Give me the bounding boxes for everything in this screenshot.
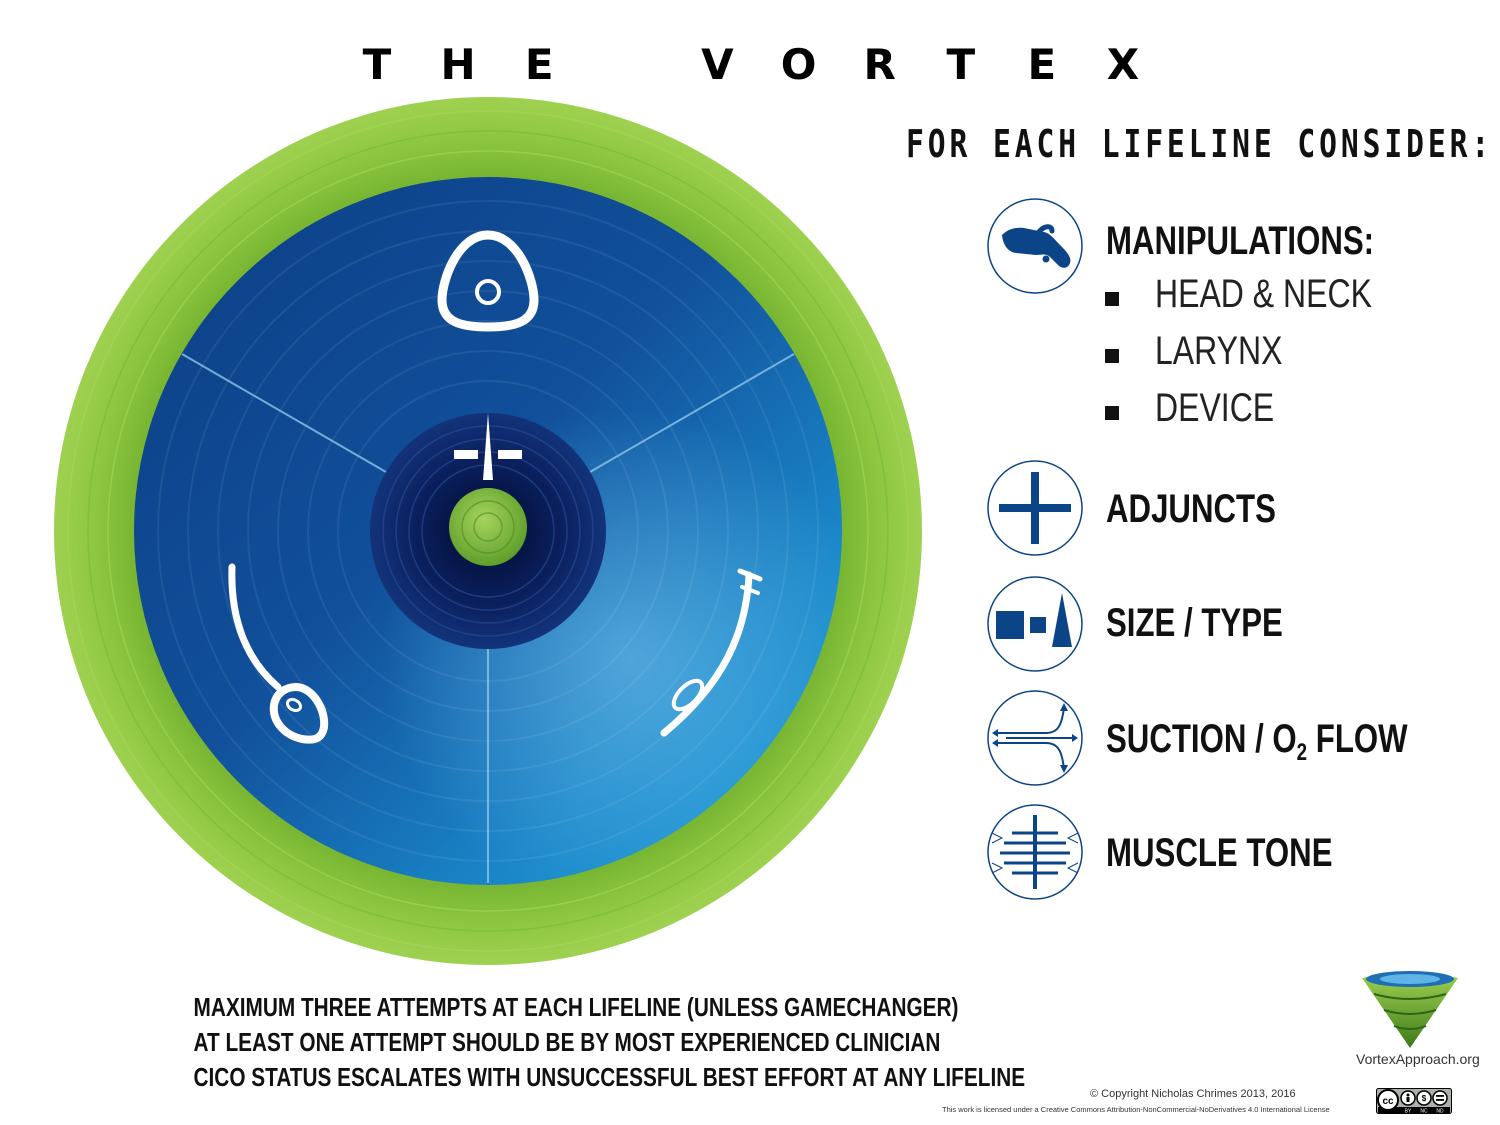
muscle-tone-label: MUSCLE TONE xyxy=(1106,831,1333,875)
list-item-text: LARYNX xyxy=(1155,329,1283,373)
hand-icon xyxy=(987,198,1083,294)
title-letter: R xyxy=(863,39,896,89)
list-item-text: DEVICE xyxy=(1155,386,1275,430)
vortex-diagram xyxy=(54,97,922,965)
bullet xyxy=(1105,406,1119,420)
green-centre xyxy=(449,488,527,566)
cc-text: cc xyxy=(1382,1096,1394,1107)
supraglottic-airway-icon xyxy=(228,563,329,744)
vortex-logo-icon xyxy=(1362,971,1458,1048)
creative-commons-badge-icon[interactable]: cc $ BY NC ND xyxy=(1376,1088,1452,1114)
title-letter: X xyxy=(1106,39,1140,89)
manipulations-label: MANIPULATIONS: xyxy=(1106,219,1375,263)
title-letter: O xyxy=(780,39,817,89)
adjuncts-label: ADJUNCTS xyxy=(1106,487,1276,531)
rule-line: MAXIMUM THREE ATTEMPTS AT EACH LIFELINE … xyxy=(193,992,959,1022)
cc-term-by: BY xyxy=(1405,1109,1412,1115)
nc-symbol: $ xyxy=(1422,1094,1427,1103)
plus-icon xyxy=(987,460,1083,556)
copyright-text: © Copyright Nicholas Chrimes 2013, 2016 xyxy=(1090,1088,1296,1100)
suction-label: SUCTION / O2 FLOW xyxy=(1106,717,1408,767)
site-url[interactable]: VortexApproach.org xyxy=(1356,1051,1480,1067)
muscle-icon xyxy=(987,804,1083,900)
page-title: T H E V O R T E X xyxy=(355,34,1145,94)
endotracheal-tube-icon xyxy=(660,568,763,737)
rules-block: MAXIMUM THREE ATTEMPTS AT EACH LIFELINE … xyxy=(120,990,1026,1095)
cricothyroid-icon xyxy=(454,413,522,480)
bullet xyxy=(1105,349,1119,363)
zone-dividers xyxy=(181,353,795,883)
suction-label-sub: 2 xyxy=(1296,739,1308,766)
shapes-icon xyxy=(987,576,1083,672)
cc-term-nc: NC xyxy=(1420,1109,1428,1115)
bullet xyxy=(1105,292,1119,306)
list-item-text: HEAD & NECK xyxy=(1155,272,1372,316)
title-letter: T xyxy=(362,39,392,89)
rule-line: CICO STATUS ESCALATES WITH UNSUCCESSFUL … xyxy=(193,1062,1026,1092)
suction-label-post: FLOW xyxy=(1307,717,1408,761)
title-letter: V xyxy=(701,39,734,89)
cc-term-nd: ND xyxy=(1436,1109,1444,1115)
license-text[interactable]: This work is licensed under a Creative C… xyxy=(942,1105,1330,1114)
title-letter: E xyxy=(1027,39,1057,89)
rule-line: AT LEAST ONE ATTEMPT SHOULD BE BY MOST E… xyxy=(193,1027,941,1057)
consider-heading: FOR EACH LIFELINE CONSIDER: xyxy=(906,122,1494,166)
title-letter: T xyxy=(946,39,976,89)
face-mask-icon xyxy=(437,230,539,332)
size-type-label: SIZE / TYPE xyxy=(1106,601,1283,645)
suction-label-pre: SUCTION / O xyxy=(1106,717,1297,761)
title-letter: E xyxy=(524,39,554,89)
flow-arrows-icon xyxy=(987,690,1083,786)
title-letter: H xyxy=(440,39,476,89)
